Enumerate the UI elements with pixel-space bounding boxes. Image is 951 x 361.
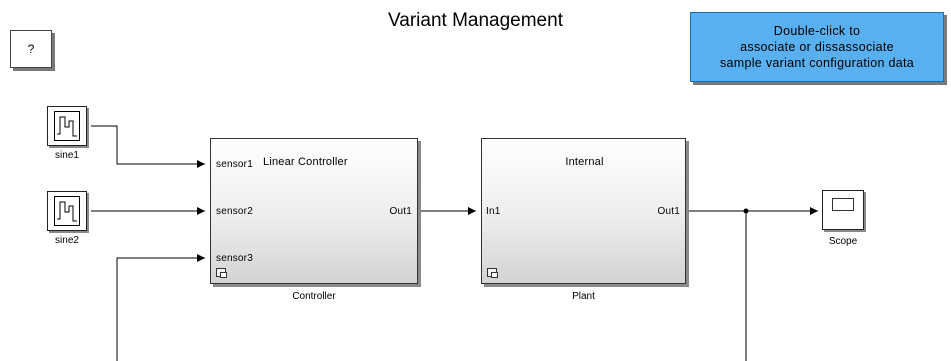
variant-subsystem-icon [216, 268, 227, 278]
controller-port-out1: Out1 [389, 206, 412, 217]
sine2-block[interactable] [47, 191, 87, 231]
plant-variant-name: Internal [565, 156, 604, 168]
plant-port-out1: Out1 [657, 206, 680, 217]
sine2-label: sine2 [55, 235, 79, 246]
scope-block[interactable] [822, 190, 864, 230]
branch-point [743, 208, 749, 214]
page-title: Variant Management [388, 10, 563, 31]
controller-port-sensor2: sensor2 [216, 206, 253, 217]
signal-source-icon [54, 196, 80, 226]
scope-label: Scope [828, 236, 858, 247]
signal-feedback-return[interactable] [116, 254, 205, 361]
sine1-block[interactable] [47, 106, 87, 146]
plant-port-in1: In1 [486, 206, 501, 217]
controller-port-sensor1: sensor1 [216, 159, 253, 170]
controller-label: Controller [292, 291, 336, 302]
note-line-1: Double-click to [773, 24, 861, 38]
sine1-label: sine1 [55, 150, 79, 161]
plant-label: Plant [572, 291, 595, 302]
note-line-2: associate or dissassociate [740, 40, 894, 54]
scope-icon [832, 198, 854, 211]
help-button[interactable]: ? [10, 30, 52, 68]
help-button-label: ? [27, 42, 35, 56]
controller-subsystem[interactable]: Linear Controller sensor1 sensor2 sensor… [210, 138, 418, 284]
controller-port-sensor3: sensor3 [216, 253, 253, 264]
controller-variant-name: Linear Controller [263, 156, 348, 168]
variant-subsystem-icon [487, 268, 498, 278]
variant-configuration-note[interactable]: Double-click to associate or dissassocia… [690, 12, 944, 82]
plant-subsystem[interactable]: Internal In1 Out1 [481, 138, 686, 284]
signal-source-icon [54, 111, 80, 141]
signal-sine1-to-sensor1[interactable] [91, 125, 205, 168]
note-line-3: sample variant configuration data [719, 56, 915, 70]
